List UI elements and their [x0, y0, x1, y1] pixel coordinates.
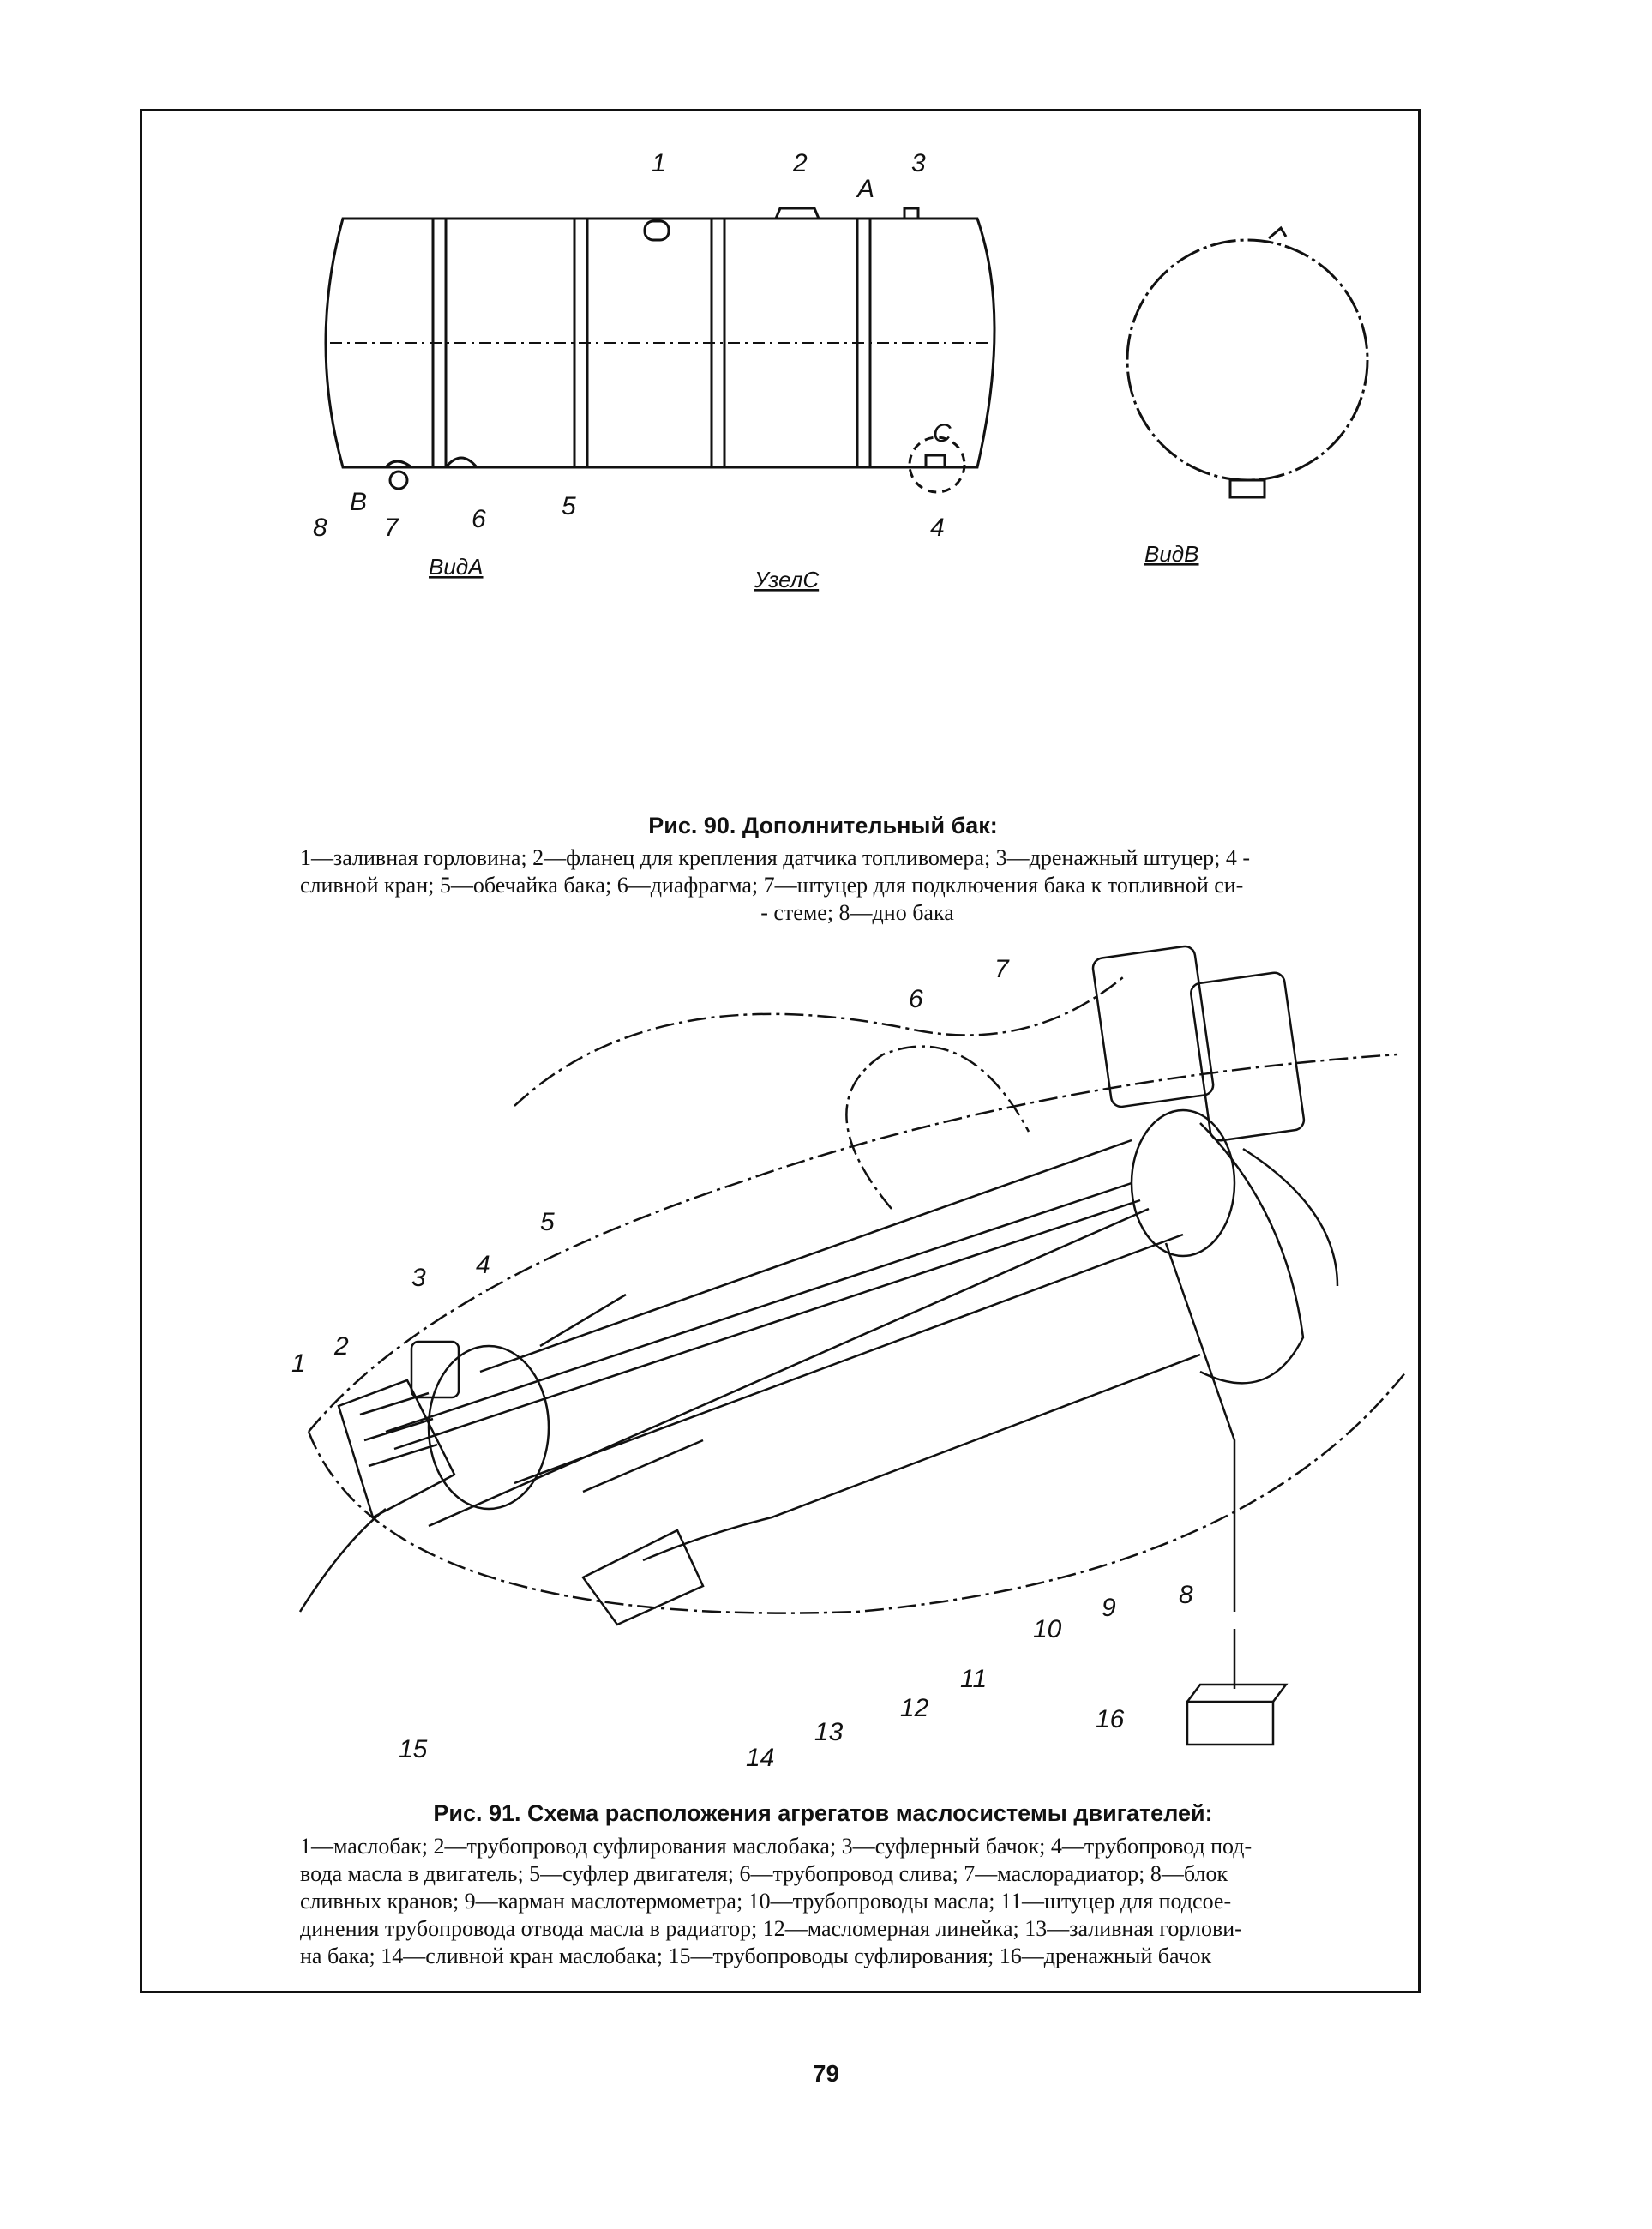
figure-91-caption: Рис. 91. Схема расположения агрегатов ма… [433, 1800, 1213, 1826]
figure-91-legend-line: сливных кранов; 9—карман маслотермометра… [300, 1889, 1232, 1914]
fig91-label-1: 1 [291, 1349, 306, 1378]
view-a-label: ВидА [429, 554, 484, 580]
fig91-label-8: 8 [1179, 1581, 1193, 1609]
figure-91-legend-line: 1—маслобак; 2—трубопровод суфлирования м… [300, 1834, 1253, 1859]
figure-91-drawing: 1 2 3 4 5 6 7 8 9 10 11 12 13 14 15 16 [291, 945, 1407, 1772]
figure-90-legend-line: 1—заливная горловина; 2—фланец для крепл… [300, 845, 1251, 870]
figure-90-legend-line: сливной кран; 5—обечайка бака; 6—диафраг… [300, 873, 1244, 898]
fig90-arrow-b: B [350, 488, 367, 516]
fig90-label-5: 5 [562, 492, 576, 520]
fig91-label-3: 3 [411, 1264, 426, 1292]
fig91-label-15: 15 [399, 1735, 428, 1763]
fig91-label-10: 10 [1033, 1615, 1062, 1643]
fig91-label-4: 4 [476, 1251, 490, 1279]
fig90-label-6: 6 [472, 505, 486, 533]
fig91-label-5: 5 [540, 1208, 555, 1236]
fig90-label-4: 4 [930, 514, 945, 542]
fig91-label-12: 12 [900, 1694, 929, 1722]
page-number: 79 [812, 2060, 840, 2087]
fig91-label-14: 14 [746, 1744, 774, 1772]
fig90-arrow-c: C [933, 419, 952, 448]
figure-90-legend-line: - стеме; 8—дно бака [760, 900, 954, 925]
figure-91-legend-line: динения трубопровода отвода масла в ради… [300, 1916, 1242, 1941]
fig90-label-7: 7 [384, 514, 399, 542]
figure-91-legend-line: на бака; 14—сливной кран маслобака; 15—т… [300, 1944, 1212, 1968]
figure-90-view-labels: ВидА УзелС ВидВ [429, 541, 1199, 592]
node-c-label: УзелС [754, 567, 819, 592]
view-b-label: ВидВ [1144, 541, 1199, 567]
fig91-label-11: 11 [960, 1665, 987, 1693]
fig90-label-1: 1 [652, 149, 666, 177]
fig91-label-6: 6 [909, 985, 923, 1013]
figure-91-legend: 1—маслобак; 2—трубопровод суфлирования м… [300, 1833, 1415, 1970]
figure-90-legend: 1—заливная горловина; 2—фланец для крепл… [300, 844, 1415, 927]
page-frame [140, 109, 1421, 1993]
fig90-label-3: 3 [911, 149, 926, 177]
fig91-label-9: 9 [1102, 1594, 1116, 1622]
figure-90-drawing: 1 2 3 4 5 6 7 8 A B C [313, 149, 1369, 542]
figure-91-legend-line: вода масла в двигатель; 5—суфлер двигате… [300, 1861, 1228, 1886]
fig91-label-2: 2 [333, 1332, 349, 1361]
fig91-label-16: 16 [1096, 1705, 1125, 1733]
fig91-label-7: 7 [994, 955, 1010, 983]
fig90-label-8: 8 [313, 514, 327, 542]
fig90-label-2: 2 [792, 149, 808, 177]
fig91-label-13: 13 [814, 1718, 844, 1746]
figure-90-caption: Рис. 90. Дополнительный бак: [648, 813, 998, 838]
fig90-arrow-a: A [856, 175, 874, 203]
